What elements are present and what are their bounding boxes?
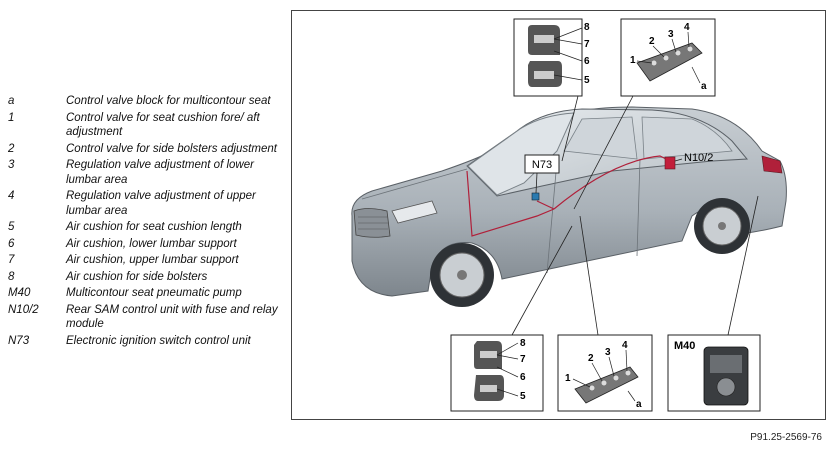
legend-description: Regulation valve adjustment of lower lum… (66, 159, 254, 186)
figure-caption: P91.25-2569-76 (750, 432, 822, 443)
legend-row: 6 Air cushion, lower lumbar support (8, 237, 278, 252)
callout-top-2: 2 (649, 36, 655, 47)
callout-bottom-6: 6 (520, 372, 526, 383)
callout-top-3: 3 (668, 29, 674, 40)
legend-row: 4 Regulation valve adjustment of upper lu… (8, 189, 278, 218)
legend-description: Air cushion, upper lumbar support (66, 254, 239, 266)
inset-top-seat-cushions: 8 7 6 5 (513, 18, 590, 162)
front-wheel (430, 243, 494, 307)
legend-row: 3 Regulation valve adjustment of lower lu… (8, 158, 278, 187)
callout-top-5: 5 (584, 75, 590, 86)
legend-row: 7 Air cushion, upper lumbar support (8, 253, 278, 268)
legend-key: 2 (8, 142, 15, 155)
legend-row: N73 Electronic ignition switch control un… (8, 334, 278, 349)
legend-row: a Control valve block for multicontour se… (8, 94, 278, 109)
legend-key: 3 (8, 159, 15, 171)
legend-key: 5 (8, 221, 15, 233)
legend-row: 2 Control valve for side bolsters adjustm… (8, 142, 278, 157)
legend-description: Control valve block for multicontour sea… (66, 95, 271, 107)
legend-key: 4 (8, 190, 15, 202)
callout-top-1: 1 (630, 55, 636, 66)
diagram-frame: N73 N10/2 8 7 6 5 (291, 10, 826, 420)
diagram-svg: N73 N10/2 8 7 6 5 (351, 18, 787, 412)
callout-bottom-1: 1 (565, 373, 571, 384)
callout-top-6: 6 (584, 56, 590, 67)
callout-top-8: 8 (584, 22, 590, 33)
callout-top-4: 4 (684, 22, 690, 33)
n73-label: N73 (532, 159, 552, 171)
legend-row: N10/2 Rear SAM control unit with fuse and… (8, 303, 278, 332)
legend-row: 1 Control valve for seat cushion fore/ af… (8, 111, 278, 140)
callout-m40: M40 (674, 340, 695, 352)
legend-description: Air cushion, lower lumbar support (66, 237, 237, 250)
callout-bottom-5: 5 (520, 391, 526, 402)
car-illustration (351, 106, 787, 307)
legend-description: Air cushion for side bolsters (66, 270, 208, 283)
legend-key: a (8, 95, 15, 107)
callout-bottom-8: 8 (520, 338, 526, 349)
inset-bottom-valve-block: 1 2 3 4 a (557, 215, 653, 412)
legend-key: N10/2 (8, 303, 39, 316)
legend-row: 5 Air cushion for seat cushion length (8, 220, 278, 235)
legend-row: M40 Multicontour seat pneumatic pump (8, 286, 278, 301)
legend-key: M40 (8, 287, 31, 299)
legend-list: a Control valve block for multicontour se… (8, 94, 278, 350)
legend-description: Control valve for seat cushion fore/ aft… (66, 111, 260, 139)
legend-row: 8 Air cushion for side bolsters (8, 270, 278, 285)
rear-wheel (694, 198, 750, 254)
legend-description: Rear SAM control unit with fuse and rela… (66, 303, 278, 331)
n10-2-label: N10/2 (684, 152, 713, 164)
legend-key: 6 (8, 237, 15, 250)
callout-bottom-3: 3 (605, 347, 611, 358)
legend-key: 1 (8, 111, 15, 124)
n73-label-box (524, 154, 560, 174)
callout-bottom-2: 2 (588, 353, 594, 364)
legend-key: N73 (8, 334, 30, 347)
callout-bottom-7: 7 (520, 354, 526, 365)
wiring-harness (466, 155, 671, 237)
legend-description: Electronic ignition switch control unit (66, 334, 251, 347)
legend-description: Air cushion for seat cushion length (66, 221, 242, 233)
callout-top-7: 7 (584, 39, 590, 50)
legend-description: Regulation valve adjustment of upper lum… (66, 190, 256, 217)
callout-bottom-a: a (636, 399, 642, 410)
n73-component-marker (531, 192, 540, 201)
inset-bottom-seat-cushions: 8 7 6 5 (450, 225, 573, 412)
legend-key: 7 (8, 254, 15, 266)
callout-top-a: a (701, 81, 707, 92)
legend-key: 8 (8, 270, 15, 283)
callout-bottom-4: 4 (622, 340, 628, 351)
legend-description: Control valve for side bolsters adjustme… (66, 142, 277, 155)
inset-bottom-pump: M40 (667, 195, 761, 412)
inset-top-valve-block: 1 2 3 4 a (573, 18, 716, 210)
n10-2-component-marker (664, 156, 676, 170)
legend-description: Multicontour seat pneumatic pump (66, 287, 242, 299)
